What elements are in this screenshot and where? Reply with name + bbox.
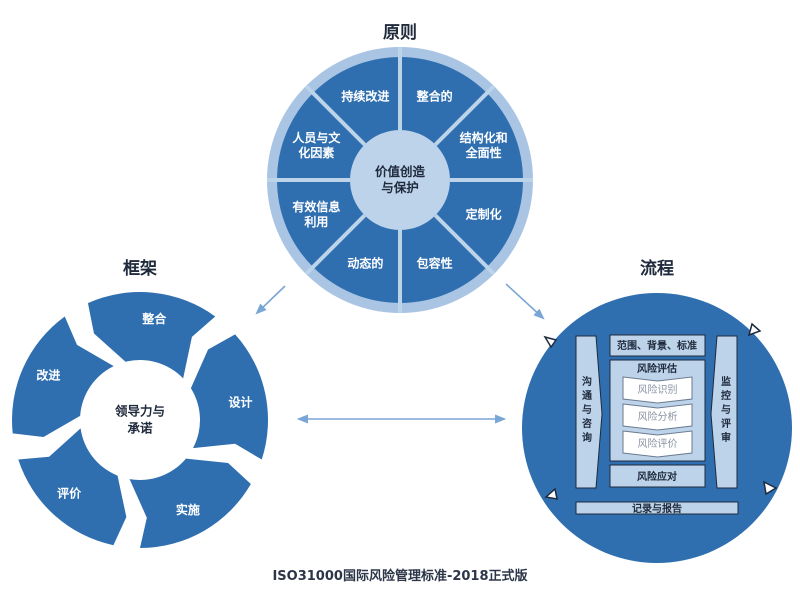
communication-consultation-bar — [575, 335, 603, 489]
framework-segment — [87, 292, 216, 379]
communication-consultation-char: 与 — [582, 403, 592, 416]
framework-segment — [12, 316, 114, 438]
principles-divider — [433, 213, 496, 276]
principles-center-label-line: 与保护 — [381, 180, 419, 195]
principle-segment-label-line: 包容性 — [416, 256, 453, 271]
arrow-principles-to-framework — [255, 285, 286, 315]
risk-step-label: 风险评价 — [638, 437, 678, 450]
principle-segment-label: 有效信息利用 — [292, 199, 340, 229]
principle-segment-label: 持续改进 — [341, 88, 389, 103]
framework-segment-label: 改进 — [36, 367, 60, 382]
framework-title: 框架 — [123, 258, 157, 279]
framework-segment-label: 评价 — [57, 486, 82, 500]
principle-segment-label: 定制化 — [466, 207, 502, 222]
principles-divider — [304, 84, 367, 147]
cycle-arrow-marker — [543, 335, 558, 349]
risk-step-chevron — [622, 403, 693, 431]
recording-reporting-label: 记录与报告 — [632, 502, 682, 515]
principle-segment-label: 结构化和全面性 — [460, 130, 508, 160]
cycle-arrow-marker — [747, 322, 762, 337]
monitoring-review-char: 监 — [721, 375, 731, 388]
caption: ISO31000国际风险管理标准-2018正式版 — [272, 568, 527, 584]
risk-step-label: 风险分析 — [638, 410, 678, 423]
principle-segment-label-line: 结构化和 — [460, 130, 508, 145]
recording-reporting-bar — [575, 501, 739, 515]
principles-divider — [304, 213, 367, 276]
monitoring-review-char: 评 — [721, 417, 731, 430]
principle-segment-label-line: 动态的 — [347, 256, 383, 271]
principle-segment-label-line: 利用 — [304, 214, 328, 229]
communication-consultation-char: 咨 — [582, 417, 592, 430]
principles-center-label: 价值创造与保护 — [375, 164, 426, 195]
framework-segment — [129, 458, 251, 548]
risk-step-chevron — [622, 430, 693, 458]
principle-segment-label-line: 持续改进 — [341, 88, 389, 103]
principle-segment-label-line: 有效信息 — [292, 199, 340, 214]
principles-center — [350, 130, 450, 230]
communication-consultation-char: 沟 — [582, 375, 592, 388]
process-title: 流程 — [640, 258, 674, 279]
framework-center-label-line: 领导力与 — [115, 404, 165, 419]
principle-segment-label-line: 化因素 — [298, 145, 334, 160]
principles-divider — [433, 84, 496, 147]
principle-segment-label-line: 整合的 — [416, 88, 453, 103]
arrow-principles-to-process — [505, 283, 545, 320]
principle-segment-label-line: 定制化 — [466, 207, 502, 222]
scope-context-criteria-box — [609, 334, 706, 357]
framework-segment-label: 实施 — [176, 502, 200, 517]
framework-center-label-line: 承诺 — [127, 421, 153, 436]
cycle-arrow-marker — [544, 487, 558, 500]
scope-context-criteria-label: 范围、背景、标准 — [617, 339, 697, 352]
cycle-arrow-marker — [763, 480, 778, 496]
monitoring-review-char: 与 — [721, 403, 731, 416]
communication-consultation-char: 询 — [582, 431, 592, 444]
principle-segment-label-line: 全面性 — [465, 145, 502, 160]
monitoring-review-bar — [710, 335, 738, 489]
risk-assessment-label: 风险评估 — [637, 362, 677, 375]
principles-center-label-line: 价值创造 — [375, 164, 426, 179]
principle-segment-label: 整合的 — [416, 88, 453, 103]
principle-segment-label-line: 人员与文 — [292, 130, 341, 145]
risk-treatment-label: 风险应对 — [637, 470, 677, 483]
principles-wheel: 整合的结构化和全面性定制化包容性动态的有效信息利用人员与文化因素持续改进价值创造… — [267, 47, 533, 313]
principle-segment-label: 人员与文化因素 — [292, 130, 341, 160]
framework-segment-label: 整合 — [141, 311, 167, 326]
principle-segment-label: 动态的 — [347, 256, 383, 271]
principles-title: 原则 — [383, 22, 417, 43]
communication-consultation-char: 通 — [582, 390, 592, 402]
principle-segment-label: 包容性 — [416, 256, 453, 271]
monitoring-review-char: 控 — [721, 389, 731, 402]
framework-segment — [190, 334, 268, 460]
framework-segment — [18, 428, 127, 546]
risk-step-label: 风险识别 — [638, 383, 678, 396]
framework-segment-label: 设计 — [228, 394, 252, 409]
risk-step-chevron — [622, 376, 693, 404]
monitoring-review-char: 审 — [721, 431, 731, 444]
framework-center-label: 领导力与承诺 — [115, 404, 165, 436]
risk-treatment-box — [609, 464, 706, 488]
